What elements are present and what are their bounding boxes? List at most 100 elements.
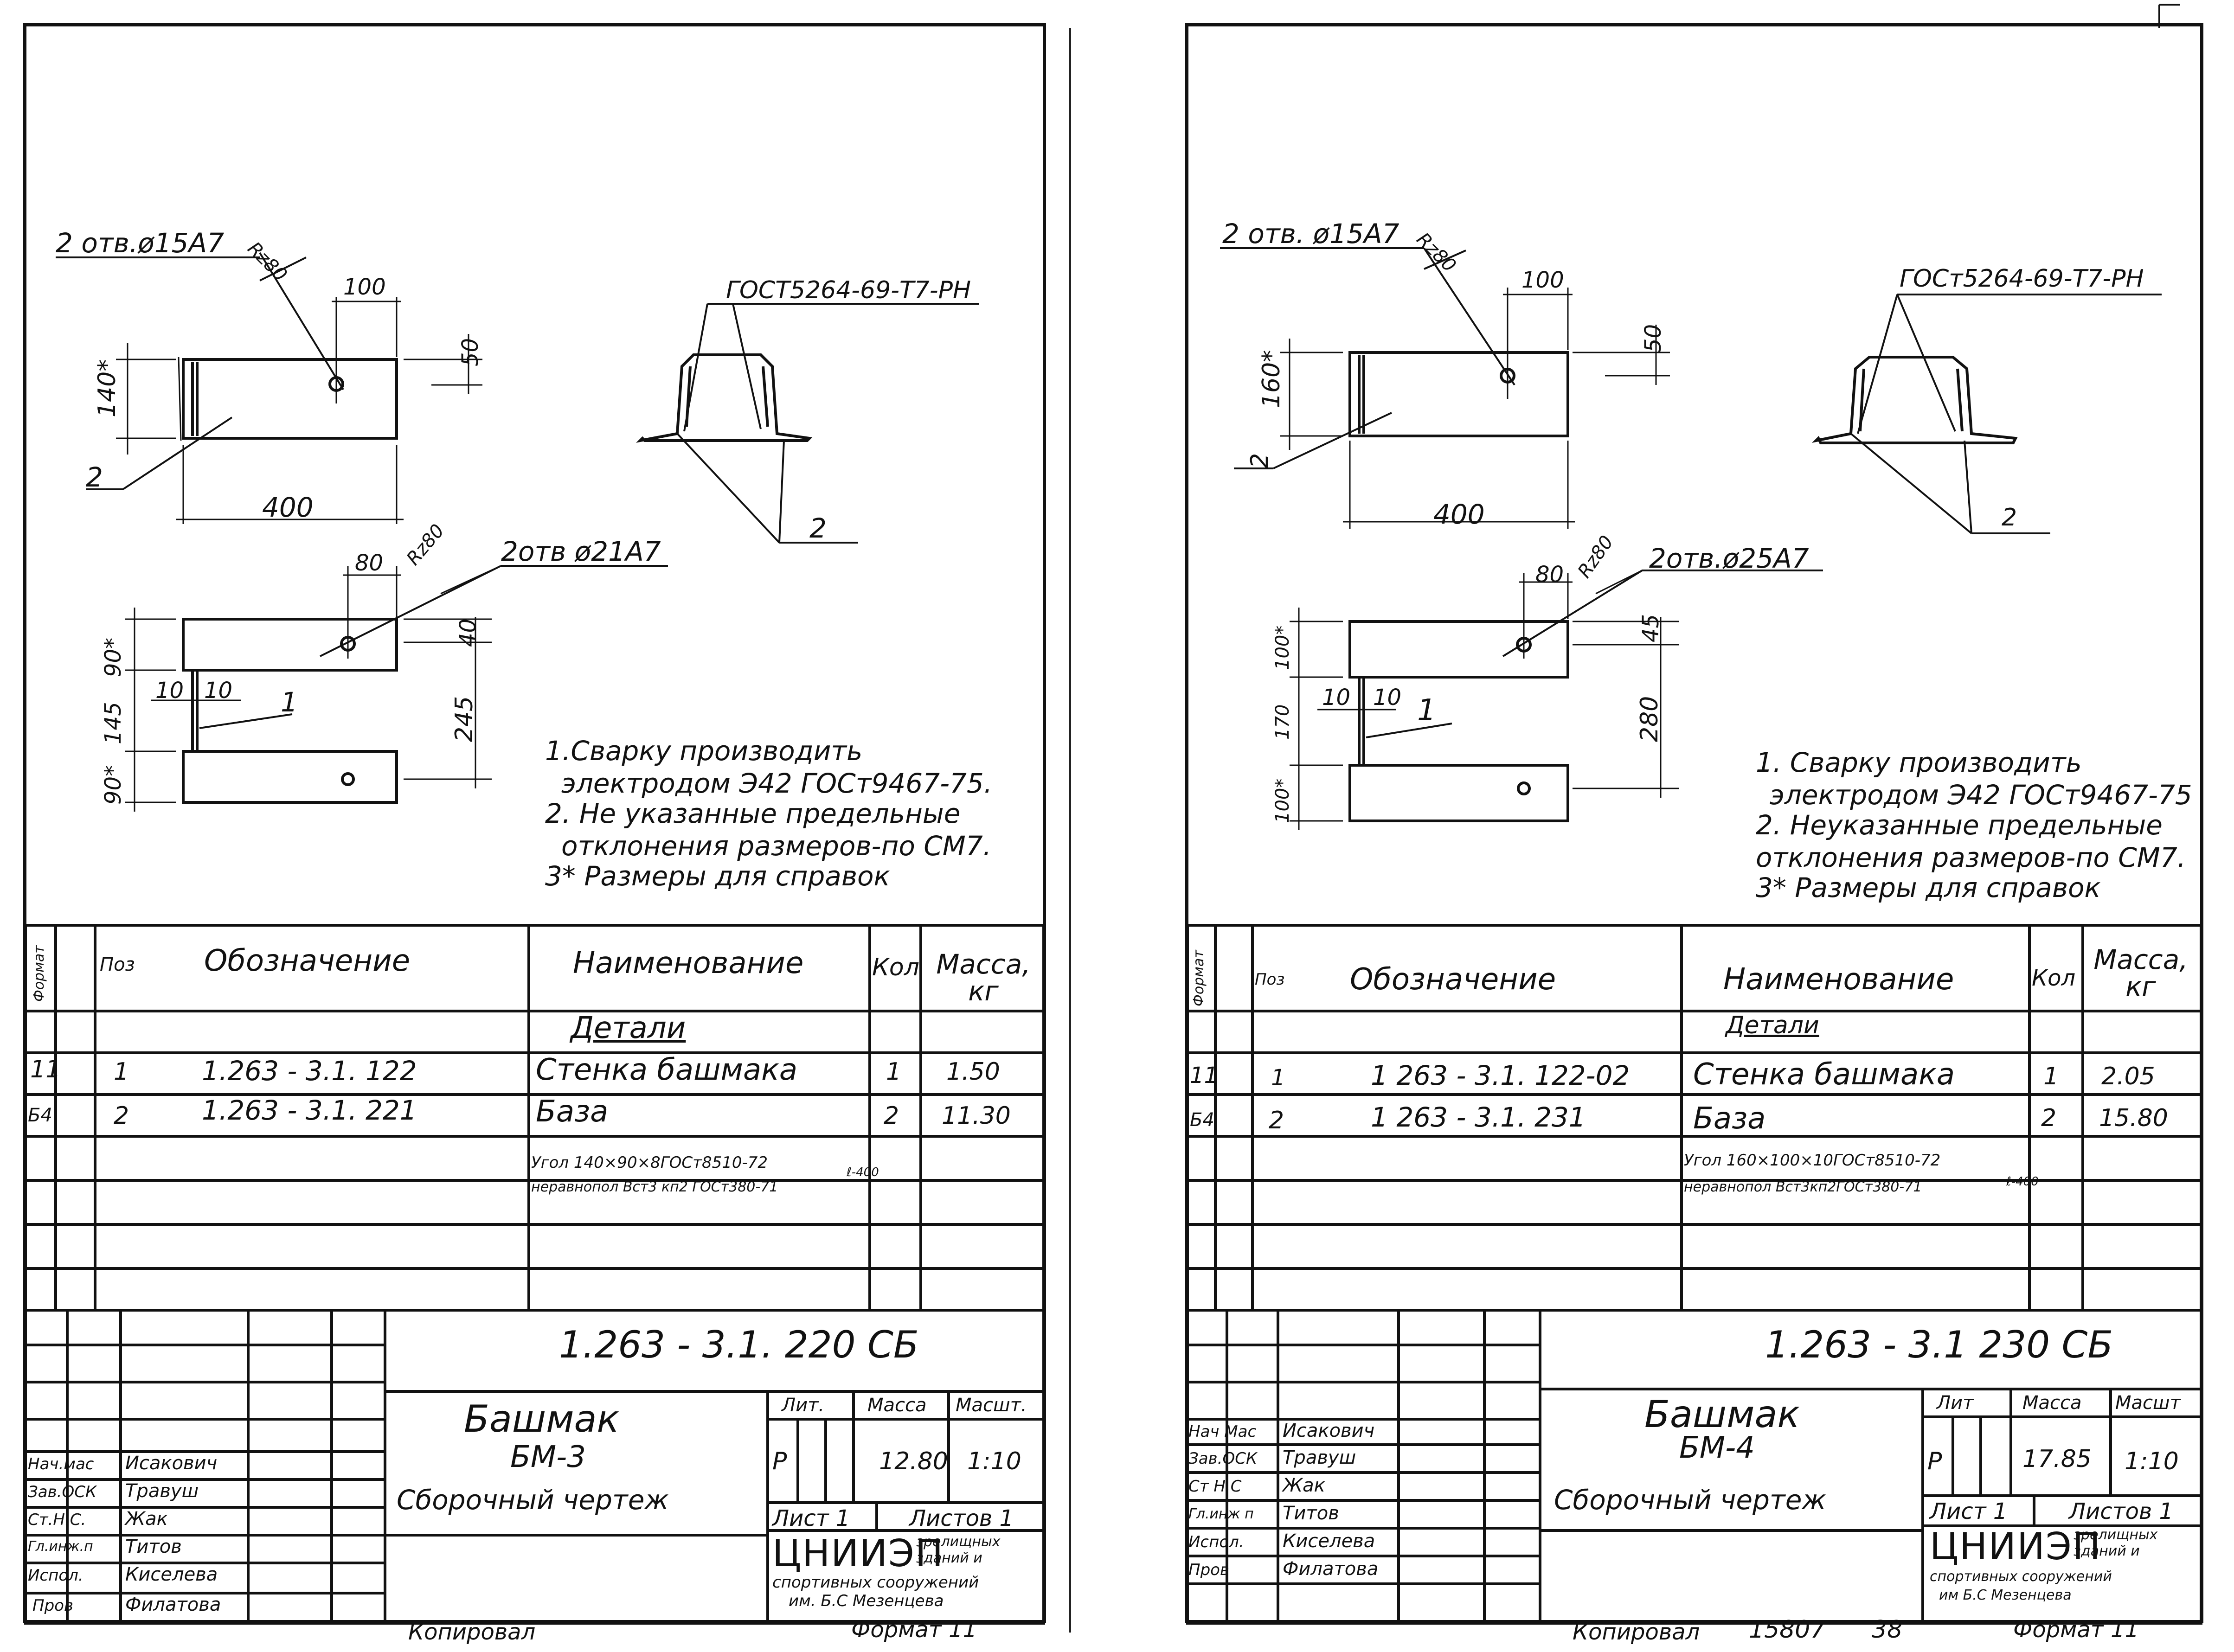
row2-mass: 11.30 bbox=[942, 1102, 1011, 1130]
table-header-designation: Обозначение bbox=[204, 944, 411, 978]
dim-140: 140* bbox=[93, 359, 121, 417]
dim-100: 100 bbox=[343, 274, 386, 300]
r-note-1-cont: электродом Э42 ГОСт9467-75 bbox=[1770, 779, 2192, 811]
r-dim-80: 80 bbox=[1535, 562, 1564, 588]
pos-2-label: 2 bbox=[86, 461, 103, 493]
material-length: ℓ-400 bbox=[847, 1165, 879, 1179]
scale-value: 1:10 bbox=[967, 1447, 1021, 1475]
row2-format: Б4 bbox=[28, 1105, 52, 1126]
dim-10-right: 10 bbox=[204, 678, 233, 704]
dim-90-bottom: 90* bbox=[100, 765, 126, 805]
r-footer-page: 38 bbox=[1872, 1616, 1903, 1644]
row1-qty: 1 bbox=[886, 1058, 902, 1086]
r-lit-value: Р bbox=[1927, 1447, 1942, 1475]
r-row2-pos: 2 bbox=[1269, 1107, 1284, 1134]
r-material-line2: неравнопол Вст3кп2ГОСт380-71 bbox=[1684, 1179, 1922, 1195]
lit-value: Р bbox=[772, 1447, 787, 1475]
r-note-2-cont: отклонения размеров-по СМ7. bbox=[1756, 842, 2186, 873]
r-title-name-line2: БМ-4 bbox=[1679, 1431, 1755, 1465]
note-2: 2. Не указанные предельные bbox=[545, 798, 961, 829]
r-title-name-line1: Башмак bbox=[1644, 1393, 1800, 1436]
row2-designation: 1.263 - 3.1. 221 bbox=[202, 1095, 417, 1126]
r-role-5: Испол. bbox=[1188, 1533, 1244, 1551]
mass-value: 12.80 bbox=[879, 1447, 948, 1475]
r-row2-designation: 1 263 - 3.1. 231 bbox=[1371, 1101, 1586, 1133]
r-footer-copied: Копировал bbox=[1573, 1619, 1700, 1645]
table-header-pos: Поз bbox=[100, 954, 135, 975]
org-line4: им. Б.С Мезенцева bbox=[789, 1592, 944, 1610]
r-doc-number: 1.263 - 3.1 230 СБ bbox=[1765, 1323, 2113, 1366]
r-role-6: Пров bbox=[1188, 1561, 1229, 1579]
r-dim-45: 45 bbox=[1638, 614, 1664, 642]
r-top-hole-callout: 2 отв. ø15A7 bbox=[1222, 218, 1399, 250]
r-role-3: Ст Н.С bbox=[1188, 1477, 1242, 1496]
sheets-label: Листов 1 bbox=[909, 1505, 1014, 1531]
r-row1-name: Стенка башмака bbox=[1693, 1057, 1955, 1092]
r-table-header-pos: Поз bbox=[1255, 970, 1285, 989]
r-org-line1: зрелищных bbox=[2074, 1527, 2158, 1543]
r-org-line3: спортивных сооружений bbox=[1930, 1569, 2112, 1585]
mass-label: Масса bbox=[867, 1395, 927, 1416]
r-dim-10-right: 10 bbox=[1373, 685, 1402, 711]
r-row2-qty: 2 bbox=[2041, 1104, 2057, 1132]
footer-format: Формат 11 bbox=[851, 1617, 977, 1643]
sheet-label: Лист 1 bbox=[772, 1505, 850, 1531]
row1-mass: 1.50 bbox=[946, 1058, 1000, 1086]
role-6: Пров bbox=[32, 1596, 73, 1615]
r-org-line4: им Б.С Мезенцева bbox=[1939, 1587, 2072, 1603]
dim-10-left: 10 bbox=[155, 678, 184, 704]
sheet-left bbox=[23, 23, 1046, 1623]
org-logo: ЦНИИЭП bbox=[772, 1532, 944, 1575]
r-row2-format: Б4 bbox=[1190, 1109, 1214, 1131]
table-header-name: Наименование bbox=[573, 946, 804, 980]
r-role-4: Гл.инж п bbox=[1188, 1506, 1254, 1522]
r-row1-format: 11 bbox=[1190, 1063, 1219, 1089]
dim-400: 400 bbox=[262, 492, 314, 523]
org-line3: спортивных сооружений bbox=[772, 1573, 979, 1592]
r-row1-designation: 1 263 - 3.1. 122-02 bbox=[1371, 1060, 1630, 1091]
r-footer-number: 15807 bbox=[1749, 1616, 1826, 1644]
r-table-header-format: Формат bbox=[1191, 950, 1207, 1006]
role-5: Испол. bbox=[28, 1566, 83, 1585]
dim-90-top: 90* bbox=[100, 637, 126, 677]
role-4: Гл.инж.п bbox=[28, 1538, 93, 1555]
title-name-line3: Сборочный чертеж bbox=[397, 1484, 669, 1516]
note-2-cont: отклонения размеров-по СМ7. bbox=[561, 830, 992, 862]
org-line2: зданий и bbox=[916, 1550, 982, 1566]
weld-gost-label: ГОСТ5264-69-Т7-РН bbox=[726, 276, 971, 304]
r-weld-gost-label: ГОСт5264-69-Т7-РН bbox=[1900, 265, 2144, 293]
table-section-details: Детали bbox=[571, 1011, 686, 1045]
r-note-3: 3* Размеры для справок bbox=[1756, 872, 2101, 903]
dim-50: 50 bbox=[457, 338, 483, 366]
table-header-format: Формат bbox=[31, 945, 47, 1002]
r-org-logo: ЦНИИЭП bbox=[1930, 1525, 2101, 1568]
r-person-3: Жак bbox=[1283, 1475, 1325, 1496]
r-lit-label: Лит bbox=[1937, 1392, 1974, 1414]
r-table-header-qty: Кол bbox=[2032, 965, 2076, 991]
r-person-5: Киселева bbox=[1283, 1530, 1375, 1552]
row2-qty: 2 bbox=[884, 1102, 899, 1130]
r-org-line2: зданий и bbox=[2074, 1543, 2140, 1559]
r-person-2: Травуш bbox=[1283, 1447, 1356, 1468]
dim-245: 245 bbox=[450, 696, 478, 742]
row1-name: Стенка башмака bbox=[536, 1053, 798, 1087]
row2-name: База bbox=[536, 1095, 609, 1129]
r-table-header-mass: Масса, кг bbox=[2093, 944, 2188, 1002]
person-4: Титов bbox=[125, 1536, 182, 1557]
r-scale-value: 1:10 bbox=[2125, 1447, 2179, 1475]
table-header-qty: Кол bbox=[872, 954, 919, 981]
person-6: Филатова bbox=[125, 1594, 221, 1615]
r-scale-label: Масшт bbox=[2115, 1392, 2181, 1414]
r-dim-400: 400 bbox=[1433, 499, 1485, 530]
note-1-cont: электродом Э42 ГОСт9467-75. bbox=[561, 768, 993, 799]
r-row2-mass: 15.80 bbox=[2099, 1104, 2168, 1132]
r-dim-160: 160* bbox=[1258, 350, 1285, 408]
r-role-2: Зав.ОСК bbox=[1188, 1449, 1258, 1468]
r-row1-mass: 2.05 bbox=[2101, 1063, 2155, 1090]
bottom-hole-callout: 2отв ø21A7 bbox=[501, 536, 661, 567]
org-line1: зрелищных bbox=[916, 1534, 1001, 1550]
role-3: Ст.Н.С. bbox=[28, 1511, 86, 1529]
r-bottom-hole-callout: 2отв.ø25A7 bbox=[1649, 543, 1809, 574]
row2-pos: 2 bbox=[114, 1102, 129, 1130]
